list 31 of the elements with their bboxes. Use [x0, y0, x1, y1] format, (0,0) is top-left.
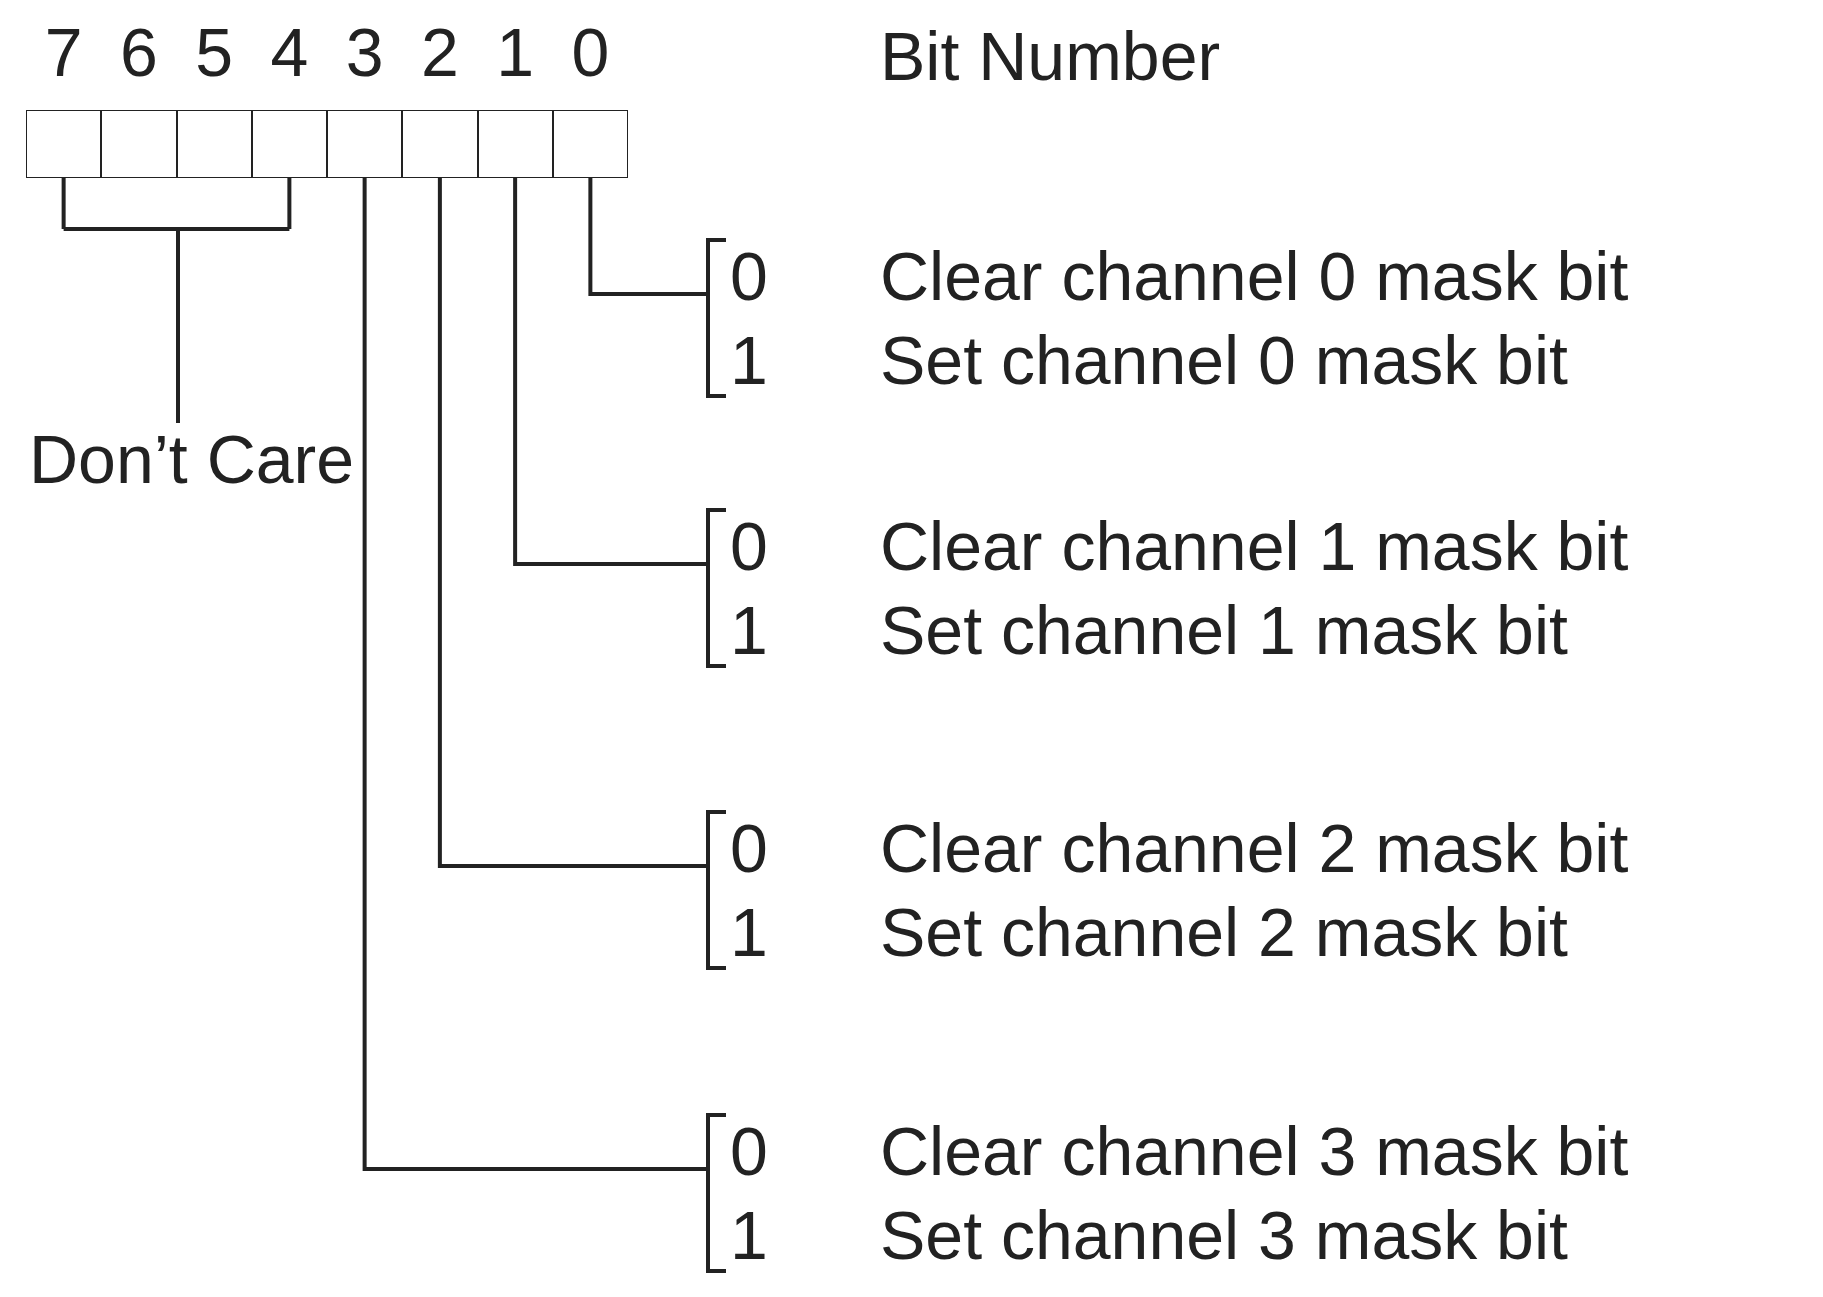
- connector-line: [513, 178, 706, 566]
- bit-value: 0: [730, 814, 768, 882]
- bit-number: 5: [194, 18, 235, 86]
- bit-number: 6: [118, 18, 159, 86]
- bit-number: 1: [495, 18, 536, 86]
- bit-value: 1: [730, 898, 768, 966]
- bracket-connector: [61, 176, 292, 425]
- description-text: Set channel 1 mask bit: [880, 596, 1568, 664]
- bit-number: 2: [419, 18, 460, 86]
- description-text: Set channel 0 mask bit: [880, 326, 1568, 394]
- connector-line: [362, 178, 706, 1171]
- description-text: Clear channel 1 mask bit: [880, 512, 1629, 580]
- bit-value: 0: [730, 242, 768, 310]
- description-text: Set channel 2 mask bit: [880, 898, 1568, 966]
- description-text: Clear channel 0 mask bit: [880, 242, 1629, 310]
- description-text: Clear channel 3 mask bit: [880, 1117, 1629, 1185]
- bit-number: 3: [344, 18, 385, 86]
- bit-value: 1: [730, 596, 768, 664]
- bit-number: 7: [43, 18, 84, 86]
- dont-care-label: Don’t Care: [29, 425, 355, 493]
- description-text: Clear channel 2 mask bit: [880, 814, 1629, 882]
- bit-number-heading: Bit Number: [880, 22, 1221, 90]
- description-text: Set channel 3 mask bit: [880, 1201, 1568, 1269]
- bit-value: 1: [730, 326, 768, 394]
- bit-value: 0: [730, 512, 768, 580]
- bit-value: 0: [730, 1117, 768, 1185]
- connector-line: [437, 178, 706, 868]
- bit-number: 4: [269, 18, 310, 86]
- bit-number: 0: [570, 18, 611, 86]
- bit-value: 1: [730, 1201, 768, 1269]
- connector-line: [588, 178, 706, 296]
